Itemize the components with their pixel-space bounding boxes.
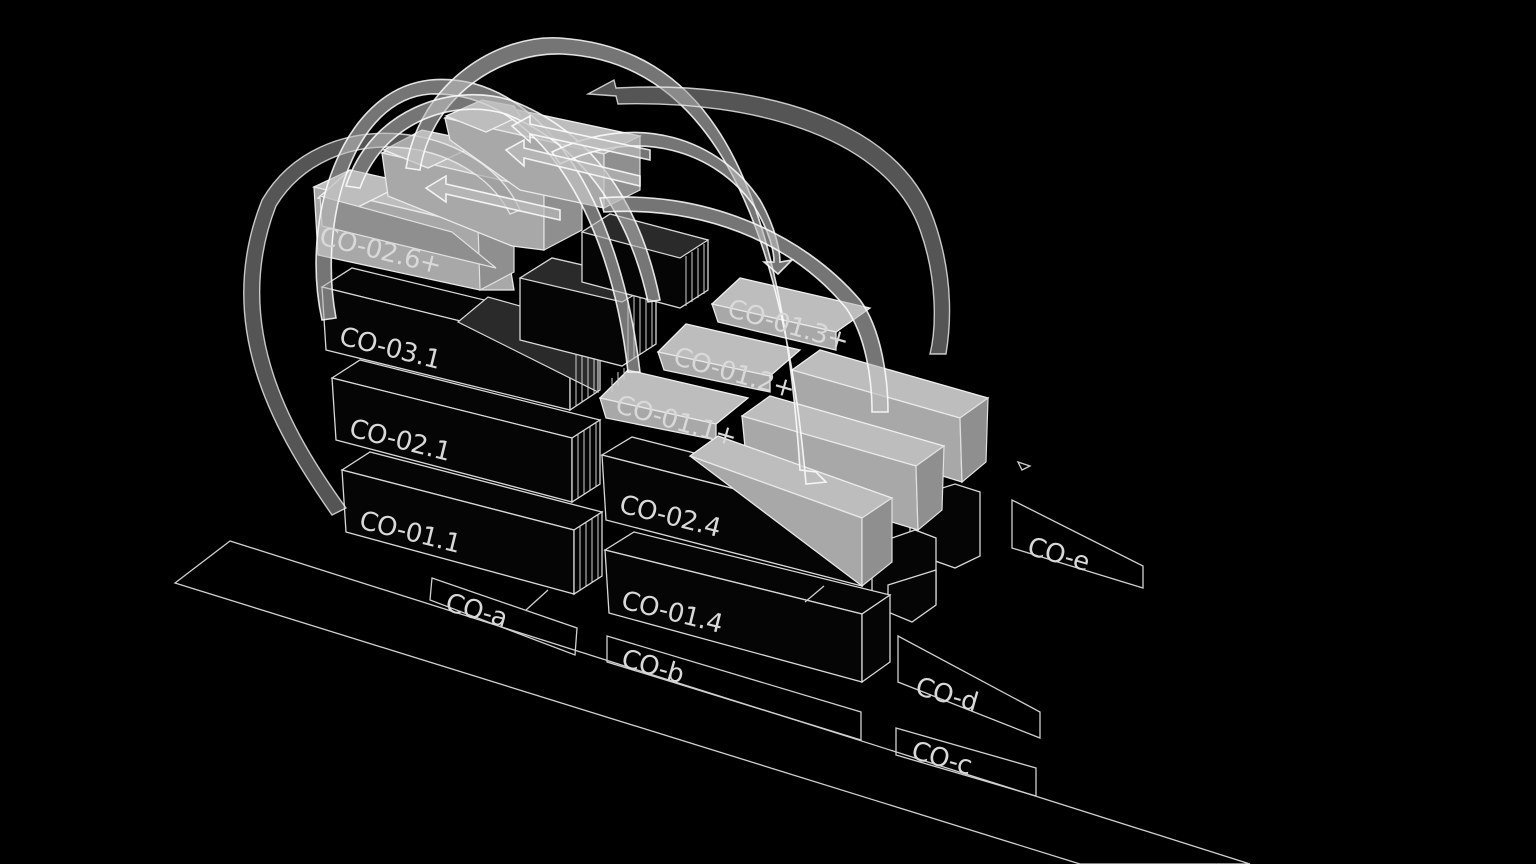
arrow-left-middle: [504, 138, 641, 188]
volume-co-01-4: [603, 531, 892, 684]
volume-co-01-3-plus: [710, 277, 872, 351]
label-co-a: CO-a: [442, 588, 511, 634]
volume-co-02-1: [330, 359, 602, 504]
volume-co-01-1-plus: [598, 368, 750, 441]
zone-co-d: [897, 634, 1041, 739]
zone-co-b: [606, 635, 862, 741]
ground-zones: [173, 460, 1251, 864]
light-volumes: [312, 99, 990, 588]
label-co-e: CO-e: [1024, 532, 1093, 578]
label-co-c: CO-c: [908, 736, 975, 782]
label-co-b: CO-b: [618, 644, 687, 690]
zone-co-a: [429, 577, 578, 656]
arrow-left-top: [510, 114, 651, 161]
flow-arrows: [242, 37, 951, 516]
arrow-arc-top: [405, 37, 828, 485]
arrow-arc-center-right: [598, 196, 889, 413]
zone-co-e: [1011, 498, 1144, 589]
arrow-arc-right-inner: [550, 131, 795, 276]
back-right-volumes: [871, 483, 981, 623]
label-co-d: CO-d: [912, 672, 981, 718]
zone-co-c: [895, 727, 1037, 797]
ground-slab: [173, 540, 1251, 864]
volume-co-01-2-plus: [656, 323, 802, 393]
arrow-arc-right: [585, 78, 951, 355]
arrow-left-lower: [424, 174, 561, 222]
volume-co-01-1: [340, 451, 604, 596]
